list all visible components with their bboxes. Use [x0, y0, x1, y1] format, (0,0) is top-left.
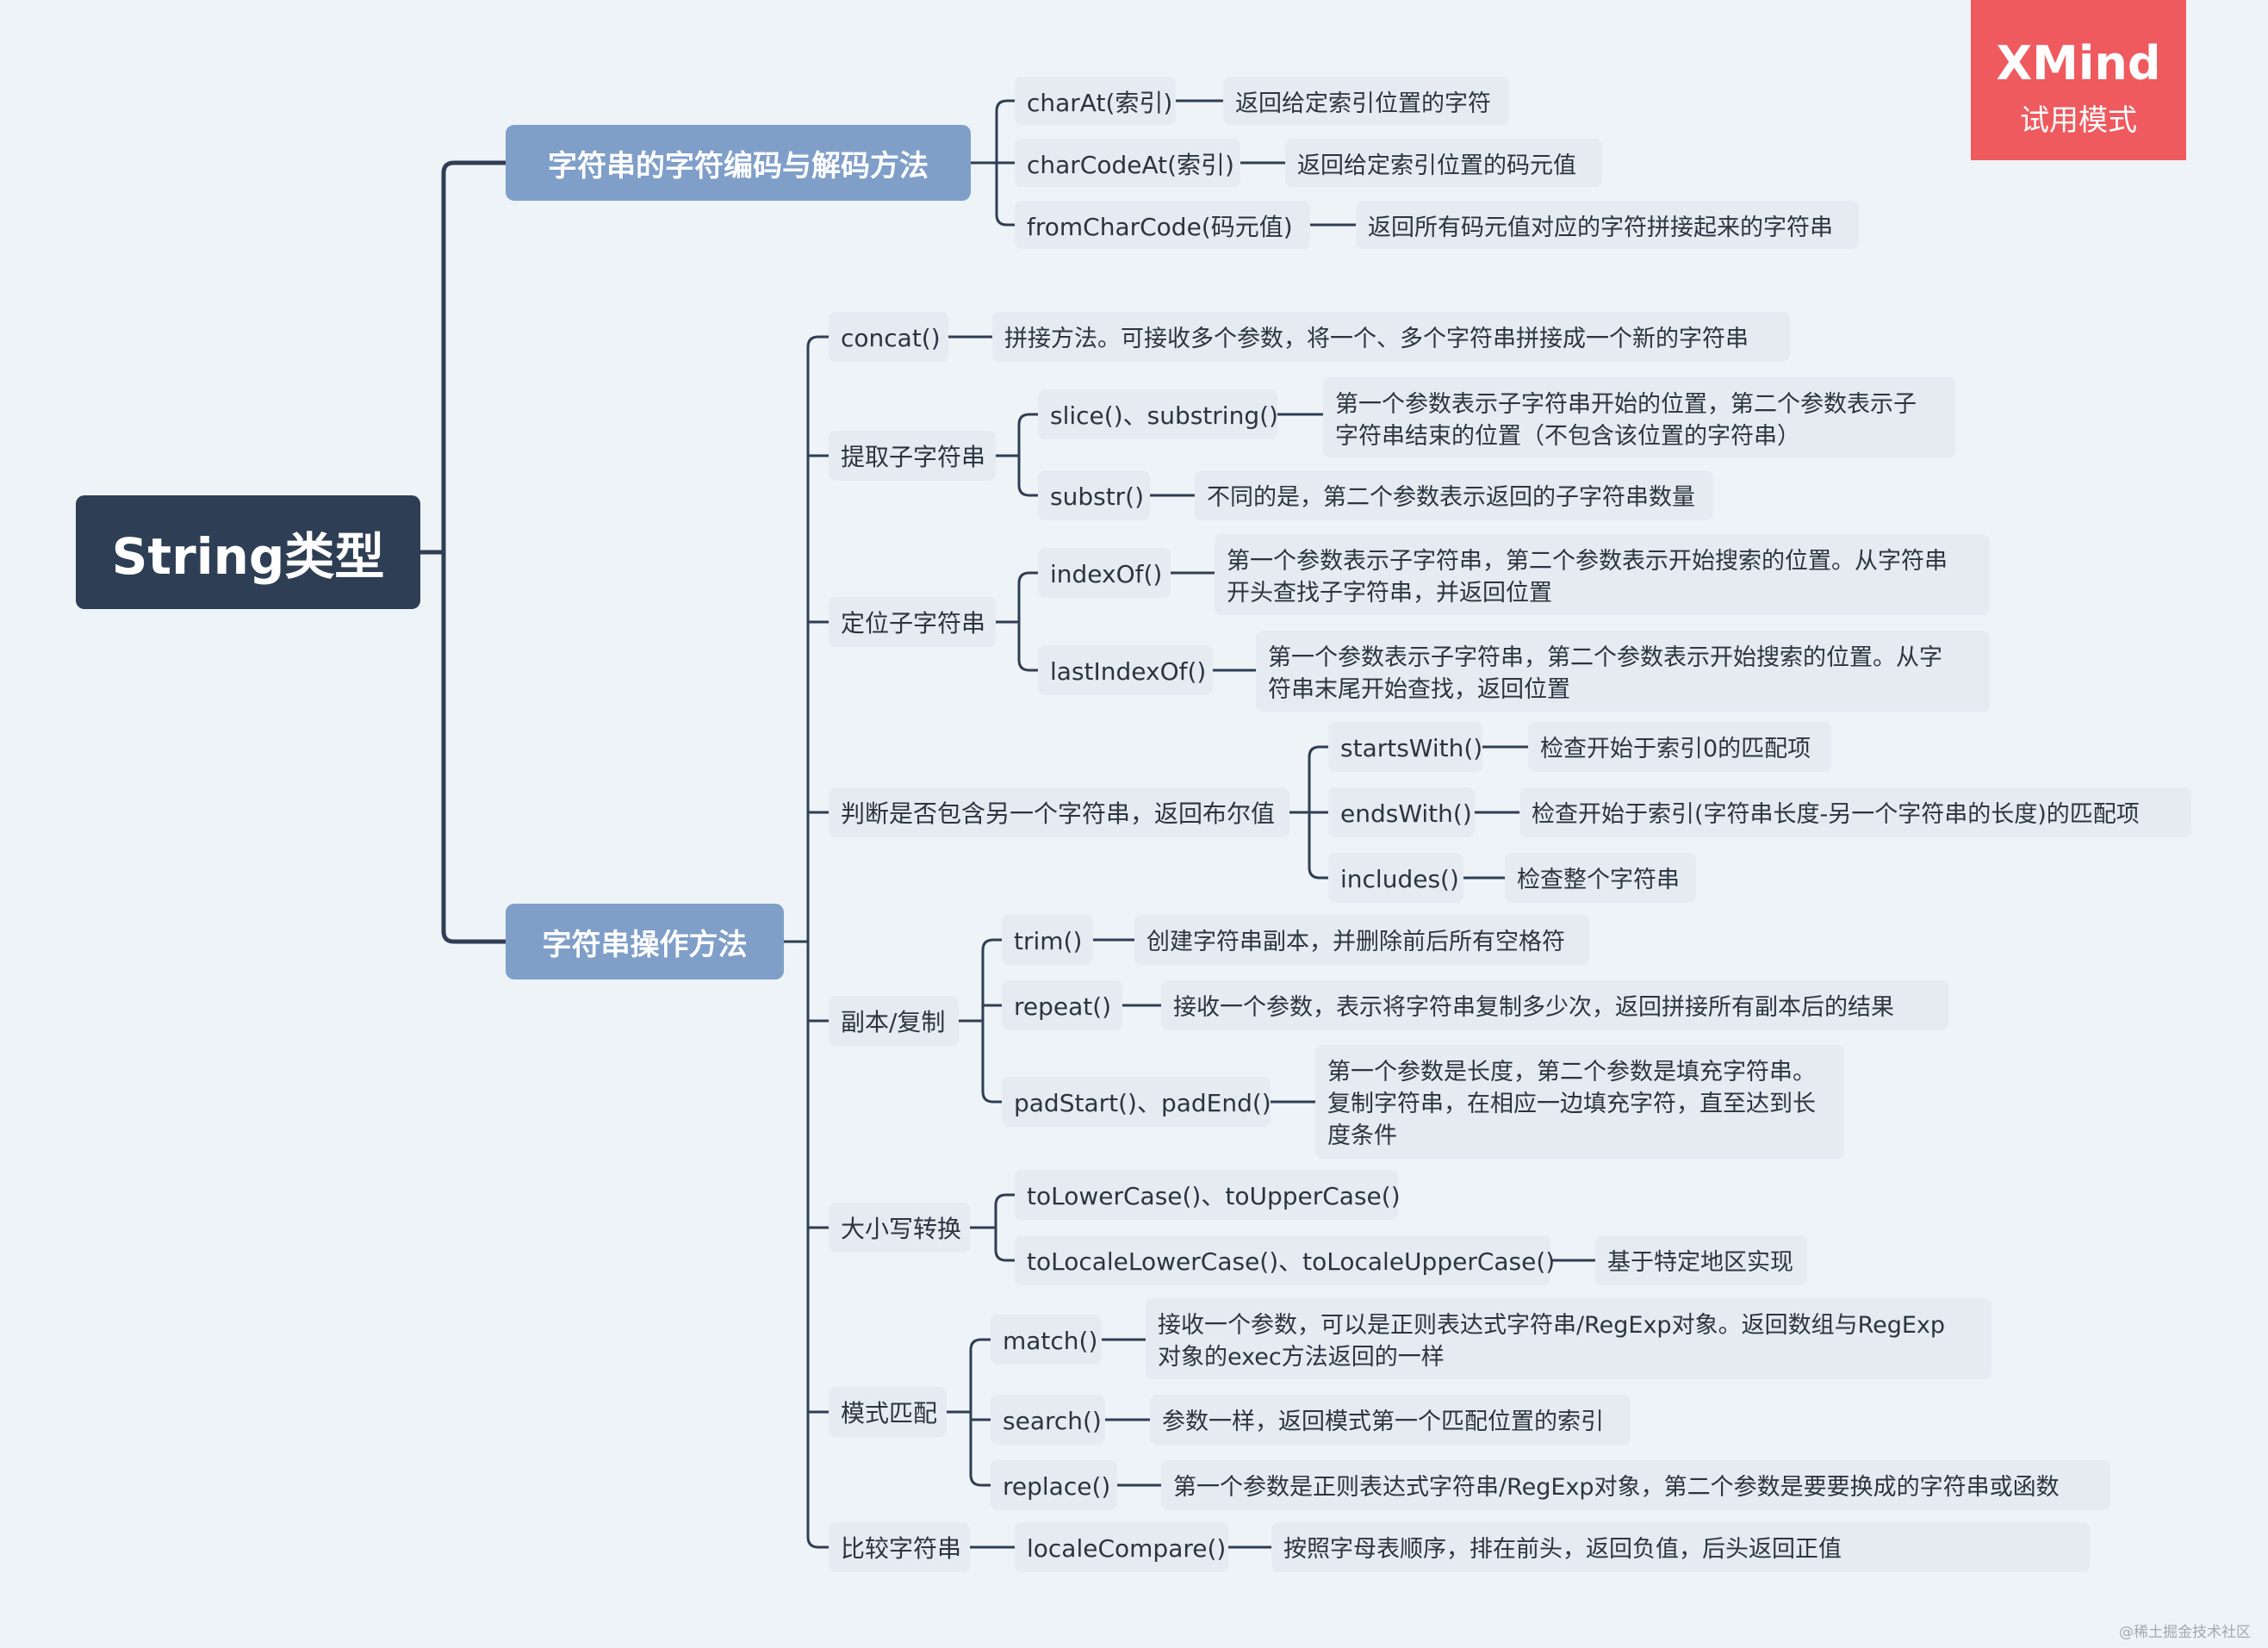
case-connector-branch-0 — [994, 1193, 1016, 1229]
method-concat[interactable]: concat() — [829, 312, 948, 362]
method-indexof[interactable]: indexOf() — [1038, 548, 1171, 598]
method-lastindexof[interactable]: lastIndexOf() — [1038, 645, 1213, 695]
desc-includes: 检查整个字符串 — [1505, 853, 1696, 903]
root-connector-branch-0 — [441, 160, 508, 555]
encoding-connector-branch-2 — [995, 161, 1016, 227]
method-substr[interactable]: substr() — [1038, 470, 1150, 520]
desc-search: 参数一样，返回模式第一个匹配位置的索引 — [1150, 1395, 1631, 1445]
desc-tolocale-case: 基于特定地区实现 — [1595, 1235, 1807, 1285]
encoding-connector-branch-0 — [995, 99, 1016, 165]
desc-repeat: 接收一个参数，表示将字符串复制多少次，返回拼接所有副本后的结果 — [1161, 980, 1948, 1030]
desc-padstart-padend: 第一个参数是长度，第二个参数是填充字符串。 复制字符串，在相应一边填充字符，直至… — [1315, 1045, 1844, 1159]
method-trim[interactable]: trim() — [1002, 915, 1093, 965]
ops-connector-branch-0 — [806, 335, 830, 943]
pattern-connector-branch-2 — [969, 1410, 992, 1487]
category-locate-substring[interactable]: 定位子字符串 — [829, 597, 996, 647]
main-topic-encoding[interactable]: 字符串的字符编码与解码方法 — [506, 125, 971, 201]
desc-slice-substring: 第一个参数表示子字符串开始的位置，第二个参数表示子 字符串结束的位置（不包含该位… — [1323, 377, 1955, 458]
method-replace[interactable]: replace() — [991, 1460, 1117, 1510]
contains-connector-branch-2 — [1308, 811, 1330, 880]
xmind-trial-watermark: XMind 试用模式 — [1971, 0, 2186, 160]
contains-connector-branch-0 — [1308, 745, 1330, 814]
root-connector-branch-1 — [441, 550, 508, 944]
source-credit: @稀土掘金技术社区 — [2119, 1624, 2251, 1641]
case-connector-branch-1 — [994, 1226, 1016, 1262]
category-contains[interactable]: 判断是否包含另一个字符串，返回布尔值 — [829, 787, 1289, 837]
method-padstart-padend[interactable]: padStart()、padEnd() — [1002, 1077, 1271, 1127]
desc-match: 接收一个参数，可以是正则表达式字符串/RegExp对象。返回数组与RegExp … — [1146, 1298, 1991, 1379]
pattern-connector-branch-0 — [969, 1338, 992, 1414]
category-compare[interactable]: 比较字符串 — [829, 1522, 970, 1572]
method-charcodeat[interactable]: charCodeAt(索引) — [1015, 139, 1240, 187]
method-repeat[interactable]: repeat() — [1002, 980, 1122, 1030]
method-tolowercase-touppercase[interactable]: toLowerCase()、toUpperCase() — [1015, 1170, 1401, 1220]
root-topic[interactable]: String类型 — [76, 495, 420, 609]
method-match[interactable]: match() — [991, 1315, 1102, 1365]
method-slice-substring[interactable]: slice()、substring() — [1038, 389, 1278, 439]
method-charat[interactable]: charAt(索引) — [1015, 77, 1176, 125]
desc-lastindexof: 第一个参数表示子字符串，第二个参数表示开始搜索的位置。从字 符串末尾开始查找，返… — [1256, 631, 1990, 712]
extract-connector-branch-1 — [1017, 454, 1040, 497]
method-startswith[interactable]: startsWith() — [1328, 722, 1482, 772]
method-endswith[interactable]: endsWith() — [1328, 787, 1475, 837]
category-copy[interactable]: 副本/复制 — [829, 996, 959, 1046]
desc-indexof: 第一个参数表示子字符串，第二个参数表示开始搜索的位置。从字符串 开头查找子字符串… — [1215, 534, 1990, 615]
method-includes[interactable]: includes() — [1328, 853, 1463, 903]
locate-connector-branch-0 — [1017, 571, 1040, 624]
method-localecompare[interactable]: localeCompare() — [1015, 1522, 1228, 1572]
desc-charat: 返回给定索引位置的字符 — [1223, 77, 1509, 125]
desc-endswith: 检查开始于索引(字符串长度-另一个字符串的长度)的匹配项 — [1519, 787, 2191, 837]
method-search[interactable]: search() — [991, 1395, 1105, 1445]
desc-startswith: 检查开始于索引0的匹配项 — [1528, 722, 1831, 772]
desc-localecompare: 按照字母表顺序，排在前头，返回负值，后头返回正值 — [1271, 1522, 2090, 1572]
copy-connector-branch-2 — [981, 1019, 1004, 1104]
category-extract-substring[interactable]: 提取子字符串 — [829, 431, 996, 481]
copy-connector-branch-0 — [981, 938, 1004, 1023]
main-topic-operations[interactable]: 字符串操作方法 — [506, 904, 784, 979]
desc-trim: 创建字符串副本，并删除前后所有空格符 — [1134, 915, 1589, 965]
desc-charcodeat: 返回给定索引位置的码元值 — [1285, 139, 1602, 187]
method-fromcharcode[interactable]: fromCharCode(码元值) — [1015, 201, 1310, 249]
ops-connector-branch-7 — [806, 940, 830, 1549]
extract-connector-branch-0 — [1017, 413, 1040, 457]
desc-substr: 不同的是，第二个参数表示返回的子字符串数量 — [1195, 470, 1713, 520]
locate-connector-branch-1 — [1017, 620, 1040, 672]
watermark-brand: XMind — [1996, 36, 2161, 90]
method-tolocalelowercase-tolocaleuppercase[interactable]: toLocaleLowerCase()、toLocaleUpperCase() — [1015, 1235, 1555, 1285]
desc-fromcharcode: 返回所有码元值对应的字符拼接起来的字符串 — [1356, 201, 1859, 249]
desc-replace: 第一个参数是正则表达式字符串/RegExp对象，第二个参数是要要换成的字符串或函… — [1161, 1460, 2110, 1510]
desc-concat: 拼接方法。可接收多个参数，将一个、多个字符串拼接成一个新的字符串 — [992, 312, 1790, 362]
category-case-conversion[interactable]: 大小写转换 — [829, 1203, 970, 1253]
watermark-mode: 试用模式 — [2020, 103, 2137, 138]
category-pattern-matching[interactable]: 模式匹配 — [829, 1387, 947, 1437]
